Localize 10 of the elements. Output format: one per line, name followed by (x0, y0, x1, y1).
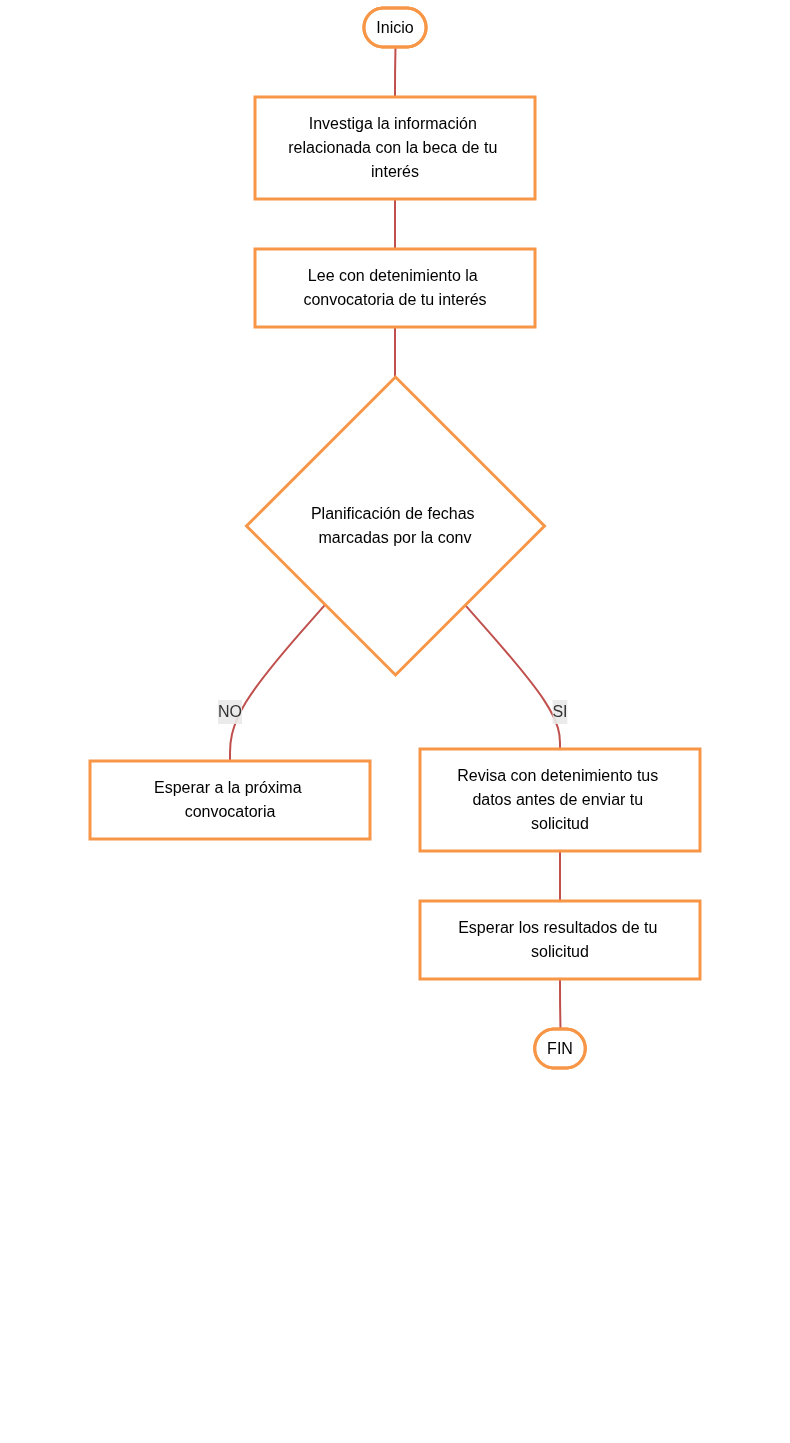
connector (464, 603, 561, 750)
node-box: Revisa con detenimiento tus datos antes de enviar tu solicitud (418, 747, 702, 853)
node-box: Investiga la información relacionada con la beca de tu interés (253, 95, 537, 201)
connector (229, 603, 326, 762)
edge-label: SI (552, 703, 568, 720)
node-box: Esperar los resultados de tu solicitud (418, 899, 702, 981)
node-diamond: Planificación de fechas marcadas por la conv (244, 374, 547, 678)
edge-label: NO (218, 703, 242, 720)
node-box: Esperar a la próxima convocatoria (88, 759, 372, 841)
node-box: Lee con detenimiento la convocatoria de tu interés (253, 247, 537, 329)
